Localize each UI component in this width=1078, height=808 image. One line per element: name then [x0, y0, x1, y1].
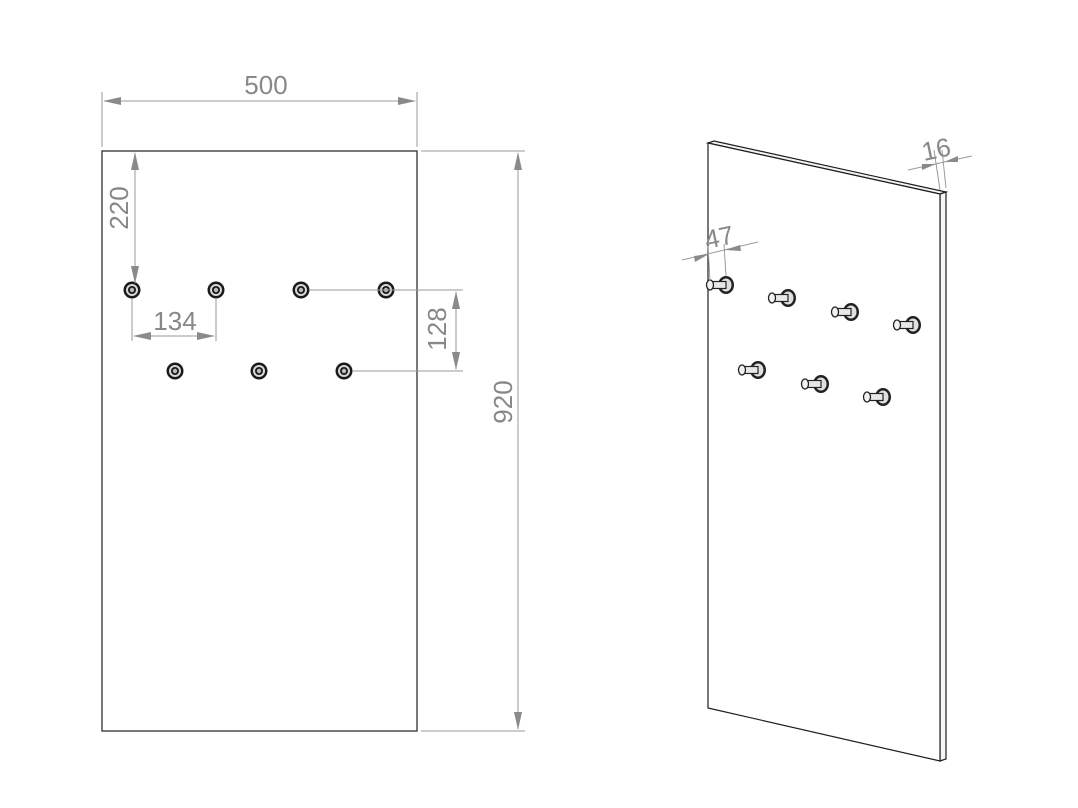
front-hook	[166, 362, 184, 380]
perspective-hook	[737, 361, 766, 379]
front-hook	[207, 281, 225, 299]
height-label: 920	[488, 380, 518, 423]
hook-spacing-label: 134	[153, 306, 196, 336]
perspective-hook	[767, 289, 796, 307]
thickness-label: 16	[919, 132, 954, 167]
front-panel-outline	[101, 150, 418, 732]
front-hook	[335, 362, 353, 380]
panel-side-edge	[939, 191, 947, 762]
front-hook	[123, 281, 141, 299]
front-hook	[292, 281, 310, 299]
top-offset-label: 220	[104, 186, 134, 229]
perspective-hook	[830, 303, 859, 321]
front-hook	[250, 362, 268, 380]
hook-spacing-dimension: 134	[131, 299, 217, 341]
perspective-hook	[892, 316, 921, 334]
top-offset-dimension: 220	[104, 152, 139, 284]
perspective-hooks	[705, 276, 921, 406]
row-spacing-label: 128	[422, 307, 452, 350]
perspective-view: 16 47	[681, 132, 973, 762]
front-view: 500 920 220 134	[101, 70, 525, 732]
thickness-dimension: 16	[907, 132, 973, 191]
width-label: 500	[244, 70, 287, 100]
row-spacing-dimension: 128	[310, 289, 463, 372]
panel-front-face	[707, 142, 941, 762]
width-dimension: 500	[101, 70, 418, 147]
hook-projection-label: 47	[702, 220, 737, 255]
height-dimension: 920	[421, 150, 525, 732]
perspective-hook	[800, 375, 829, 393]
hook-projection-dimension: 47	[681, 220, 759, 282]
perspective-hook	[862, 388, 891, 406]
